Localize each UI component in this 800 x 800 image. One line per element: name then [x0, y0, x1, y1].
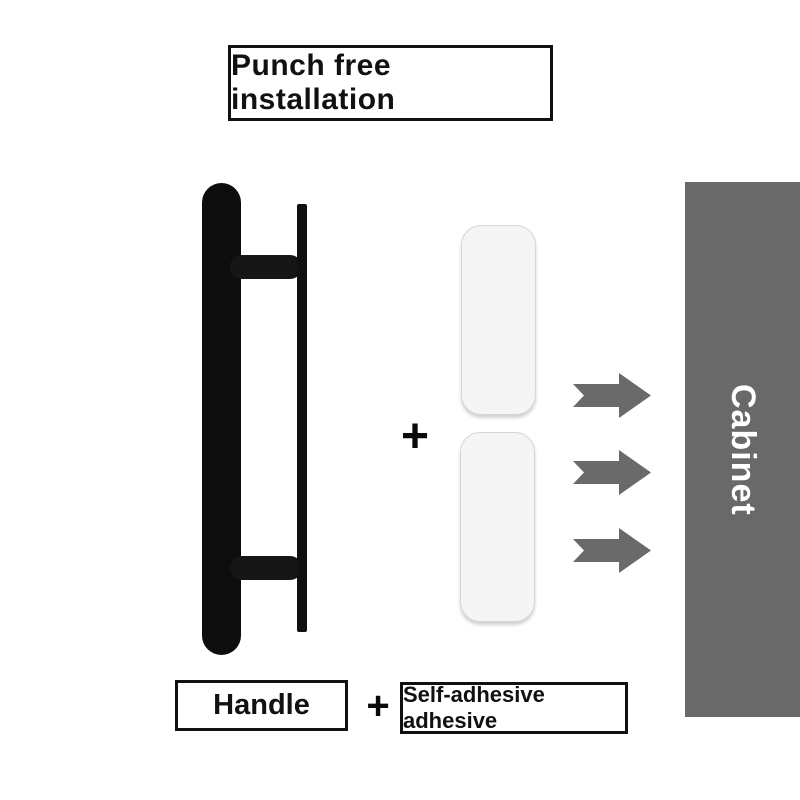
adhesive-pad: [460, 432, 535, 622]
plus-icon: +: [366, 683, 390, 728]
plus-icon: +: [400, 409, 430, 463]
cabinet-panel: Cabinet: [685, 182, 800, 717]
title-box: Punch free installation: [228, 45, 553, 121]
handle-standoff-bottom: [230, 556, 302, 580]
arrow-right-icon: [573, 528, 651, 573]
page-title: Punch free installation: [231, 49, 396, 116]
arrow-right-icon: [573, 373, 651, 418]
handle-label-box: Handle: [175, 680, 348, 731]
handle-label: Handle: [213, 689, 310, 721]
adhesive-label-box: Self-adhesive adhesive: [400, 682, 628, 734]
cabinet-label: Cabinet: [724, 383, 762, 516]
handle-mounting-plate: [297, 204, 307, 632]
handle-standoff-top: [230, 255, 302, 279]
adhesive-label: Self-adhesive adhesive: [403, 682, 545, 733]
arrow-right-icon: [573, 450, 651, 495]
adhesive-pad: [461, 225, 536, 415]
handle-bar: [202, 183, 241, 655]
